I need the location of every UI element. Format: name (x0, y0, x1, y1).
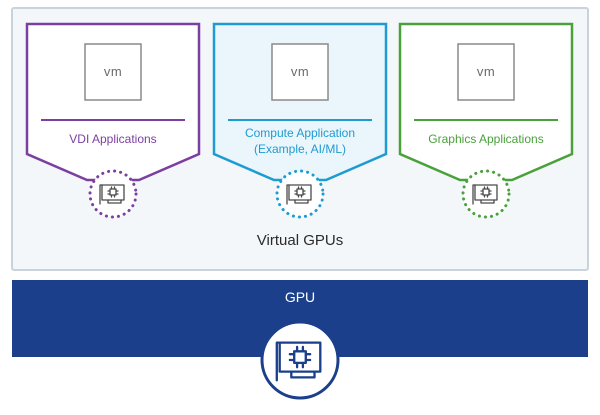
gpu-card-icon (88, 169, 138, 219)
vm-label: vm (290, 64, 310, 79)
panel-title-graphics: Graphics Applications (400, 131, 572, 147)
panel-title-line: VDI Applications (69, 132, 157, 146)
vm-box (271, 43, 329, 101)
gpu-card-icon (260, 320, 340, 400)
vm-box (84, 43, 142, 101)
panel-title-compute: Compute Application (Example, AI/ML) (214, 125, 386, 157)
panel-title-vdi: VDI Applications (27, 131, 199, 147)
panel-shape (212, 22, 388, 182)
panel-title-line: (Example, AI/ML) (253, 142, 347, 156)
panel-graphics (398, 22, 574, 219)
panel-compute (212, 22, 388, 219)
panel-title-line: Graphics Applications (428, 132, 544, 146)
panel-shape (398, 22, 574, 182)
gpu-label: GPU (284, 289, 316, 305)
panels-layer (25, 22, 574, 219)
gpu-card-icon (275, 169, 325, 219)
vm-box (457, 43, 515, 101)
panel-shape (25, 22, 201, 182)
panel-title-line: Compute Application (244, 126, 356, 140)
vm-label: vm (103, 64, 123, 79)
vm-label: vm (476, 64, 496, 79)
panel-vdi (25, 22, 201, 219)
virtual-gpus-label: Virtual GPUs (256, 232, 344, 249)
gpu-card-icon (461, 169, 511, 219)
